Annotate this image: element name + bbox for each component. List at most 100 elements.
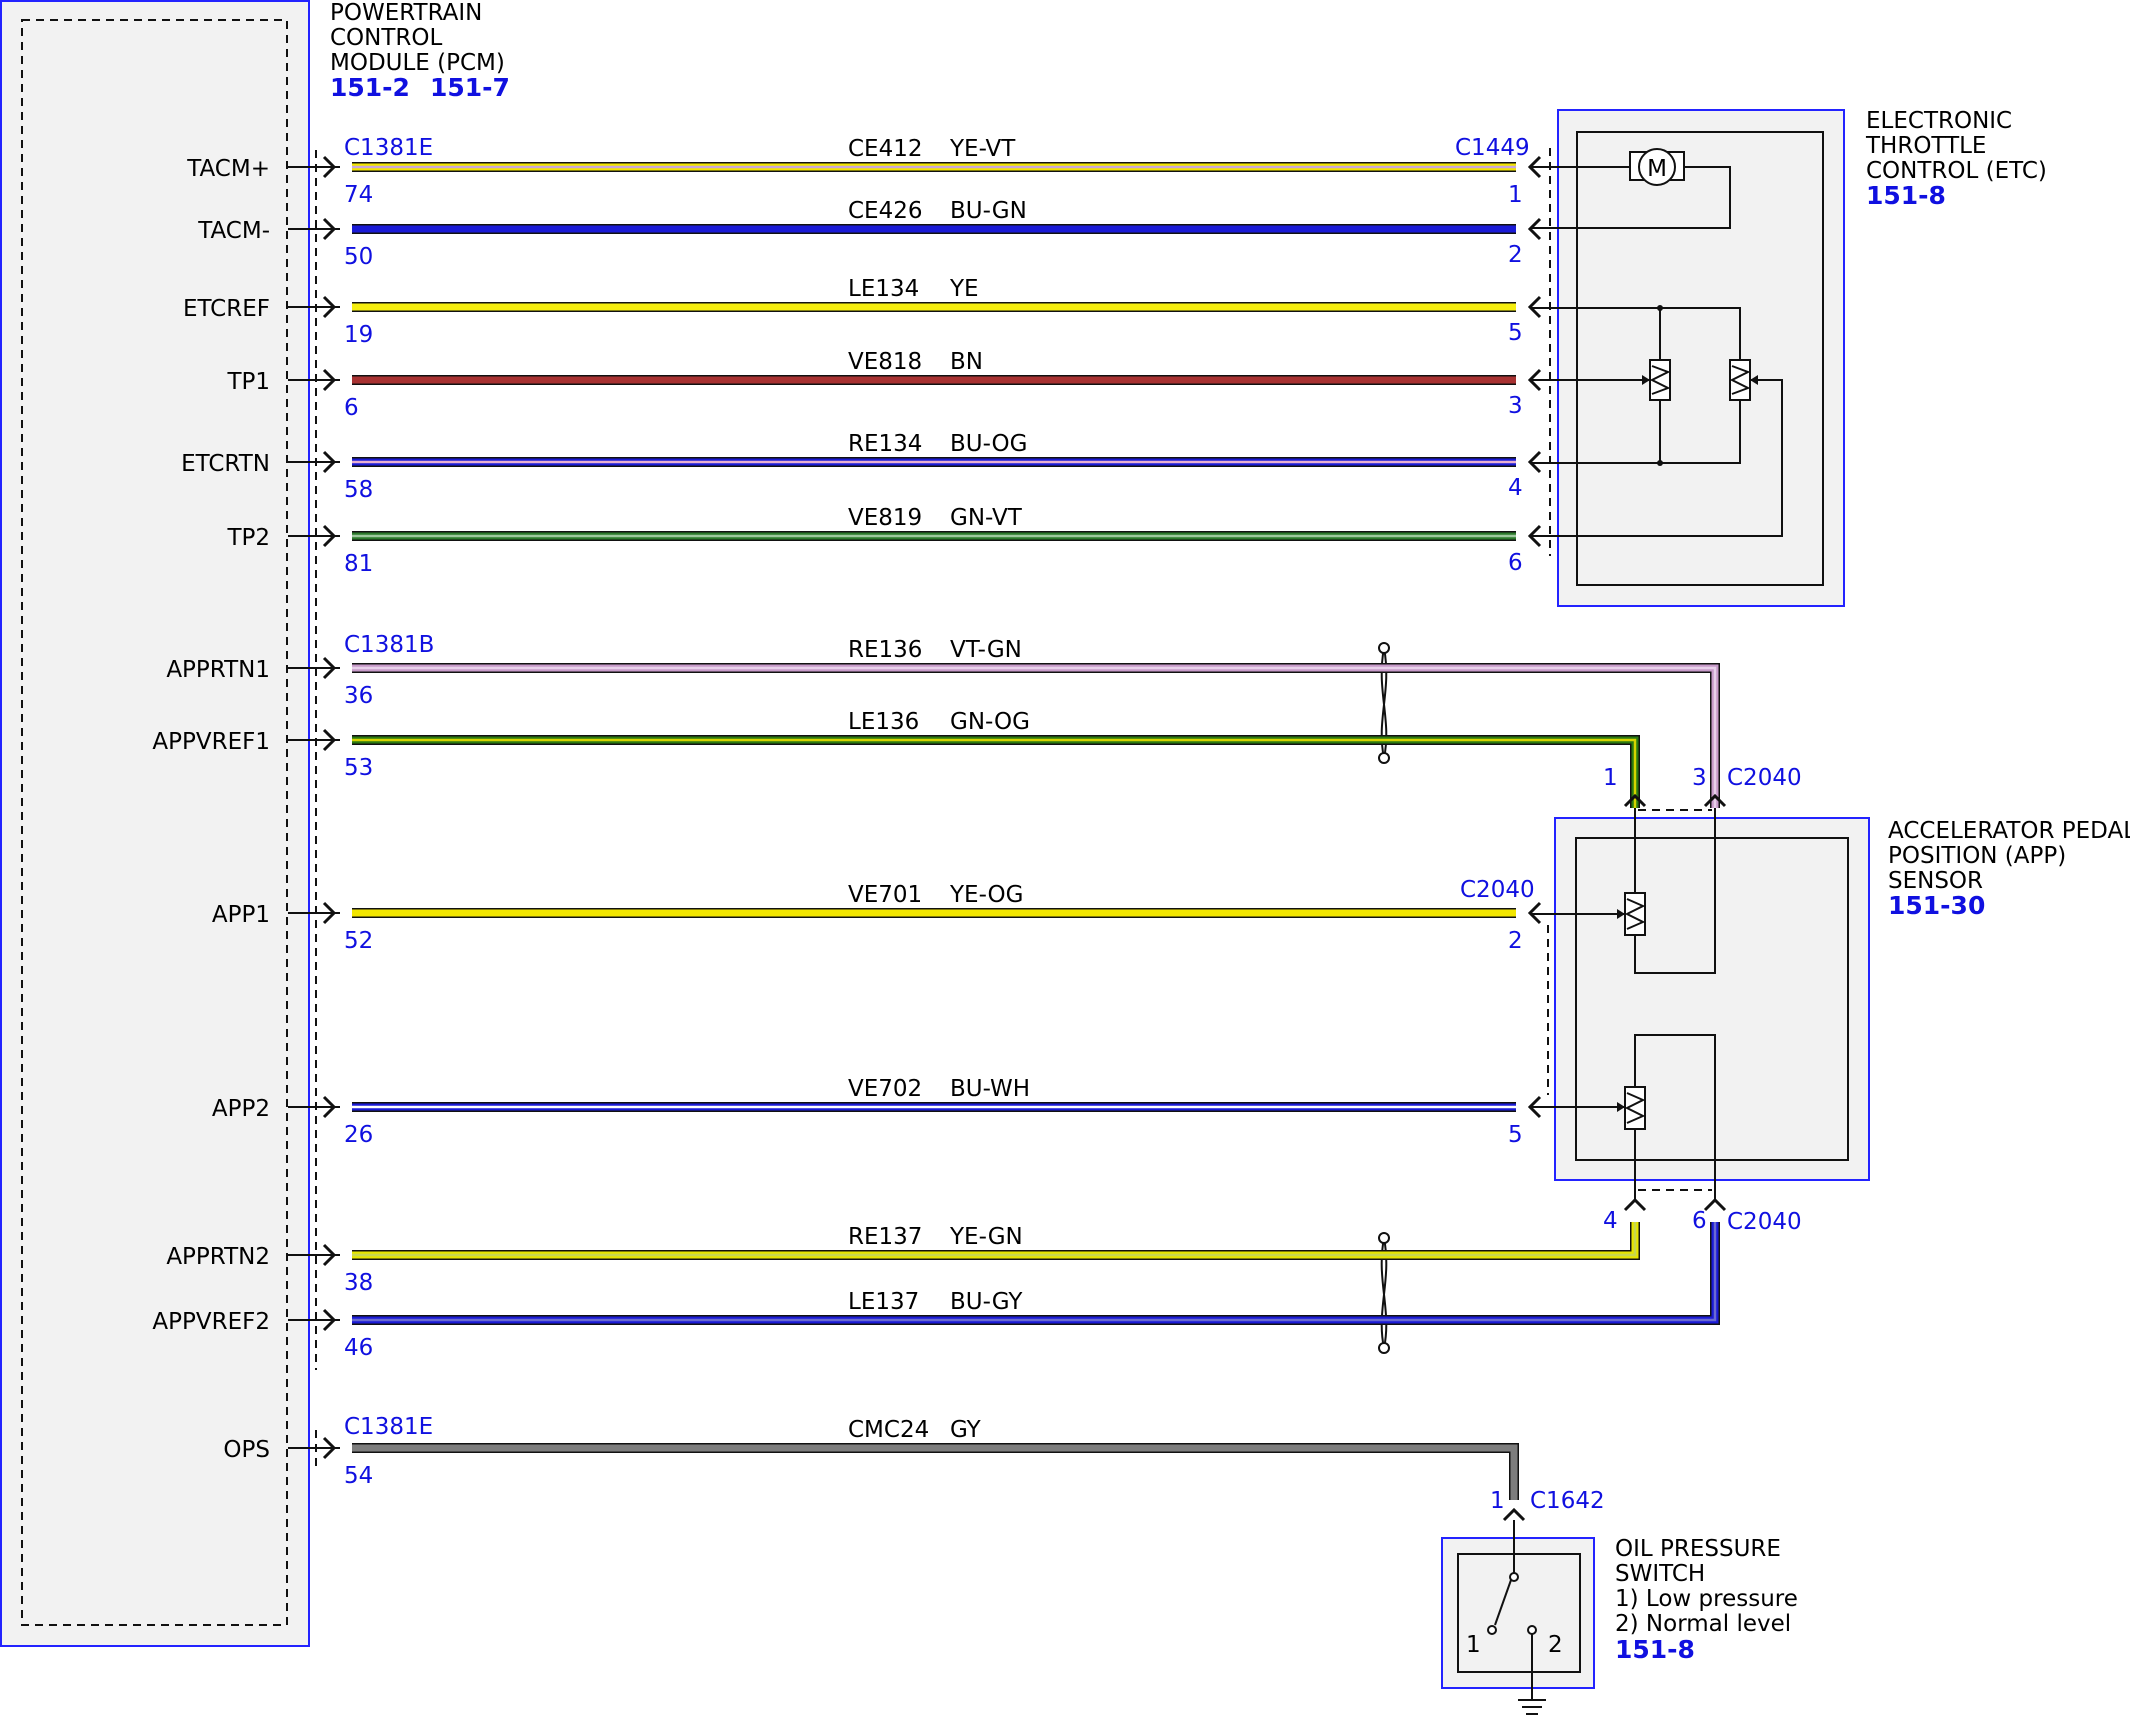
svg-text:POSITION (APP): POSITION (APP) — [1888, 843, 2066, 869]
svg-text:M: M — [1647, 156, 1667, 182]
oil-pressure-switch: 1 2 — [1441, 1520, 1595, 1715]
color-code-label: GN-VT — [950, 505, 1023, 531]
pcm-pin-number: 46 — [344, 1335, 373, 1361]
app-sensor-title: ACCELERATOR PEDAL POSITION (APP) SENSOR … — [1888, 818, 2130, 920]
end-pin-arrow-icon — [1527, 524, 1542, 548]
end-pin-arrow-icon — [1527, 450, 1542, 474]
signal-label: APP1 — [212, 902, 270, 928]
connector-app-top[interactable]: C2040 — [1727, 765, 1802, 791]
end-pin-arrow-icon — [1502, 1507, 1526, 1522]
circuit-label: LE136 — [848, 709, 919, 735]
circuit-label: RE137 — [848, 1224, 922, 1250]
signal-label: ETCRTN — [181, 451, 270, 477]
svg-text:SENSOR: SENSOR — [1888, 868, 1983, 894]
end-pin-number: 1 — [1603, 765, 1618, 791]
signal-label: APPVREF2 — [152, 1309, 270, 1335]
color-code-label: GY — [950, 1417, 982, 1443]
end-pin-arrow-icon — [1527, 1095, 1542, 1119]
end-pin-number: 4 — [1603, 1208, 1618, 1234]
pcm-pin-arrow-icon — [322, 901, 337, 925]
pcm-pin-arrow-icon — [322, 1308, 337, 1332]
svg-text:1) Low pressure: 1) Low pressure — [1615, 1586, 1798, 1612]
ops-ref[interactable]: 151-8 — [1615, 1635, 1695, 1664]
circuit-label: CE426 — [848, 198, 923, 224]
svg-text:1: 1 — [1466, 1632, 1481, 1658]
end-pin-number: 2 — [1508, 928, 1523, 954]
motor-icon — [1638, 148, 1676, 186]
svg-text:OIL PRESSURE: OIL PRESSURE — [1615, 1536, 1781, 1562]
end-pin-arrow-icon — [1527, 901, 1542, 925]
pcm-ref-1[interactable]: 151-2 — [330, 73, 410, 102]
end-pin-arrow-icon — [1703, 1197, 1727, 1212]
end-pin-number: 2 — [1508, 242, 1523, 268]
etc-ref[interactable]: 151-8 — [1866, 181, 1946, 210]
pcm-pin-arrow-icon — [322, 155, 337, 179]
circuit-label: VE819 — [848, 505, 922, 531]
svg-text:2) Normal level: 2) Normal level — [1615, 1611, 1791, 1637]
pcm-pin-number: 54 — [344, 1463, 373, 1489]
twisted-pair-icon — [1378, 642, 1390, 764]
connector-etc[interactable]: C1449 — [1455, 135, 1530, 161]
connector-pcm-mid[interactable]: C1381B — [344, 632, 434, 658]
svg-text:2: 2 — [1548, 1632, 1563, 1658]
end-pin-arrow-icon — [1527, 155, 1542, 179]
end-pin-number: 6 — [1692, 1208, 1707, 1234]
connector-ops[interactable]: C1642 — [1530, 1488, 1605, 1514]
circuit-label: LE134 — [848, 276, 919, 302]
app-sensor-ref[interactable]: 151-30 — [1888, 891, 1985, 920]
pcm-pin-arrow-icon — [322, 450, 337, 474]
signal-label: TP1 — [226, 369, 270, 395]
circuit-label: VE702 — [848, 1076, 922, 1102]
end-pin-arrow-icon — [1527, 368, 1542, 392]
wire-apprtn2[interactable] — [352, 1222, 1640, 1260]
color-code-label: YE — [949, 276, 979, 302]
end-pin-arrow-icon — [1623, 1197, 1647, 1212]
end-pin-arrow-icon — [1527, 217, 1542, 241]
signal-label: ETCREF — [183, 296, 270, 322]
color-code-label: VT-GN — [950, 637, 1022, 663]
wire-appvref1[interactable] — [352, 735, 1640, 808]
color-code-label: YE-GN — [949, 1224, 1023, 1250]
wire-apprtn1[interactable] — [352, 663, 1720, 808]
end-pin-number: 6 — [1508, 550, 1523, 576]
circuit-label: VE818 — [848, 349, 922, 375]
end-pin-number: 4 — [1508, 475, 1523, 501]
color-code-label: GN-OG — [950, 709, 1030, 735]
color-code-label: BU-GN — [950, 198, 1027, 224]
end-pin-number: 3 — [1508, 393, 1523, 419]
pcm-pin-number: 50 — [344, 244, 373, 270]
pcm-ref-2[interactable]: 151-7 — [430, 73, 510, 102]
color-code-label: YE-VT — [949, 136, 1016, 162]
signal-label: APPRTN2 — [166, 1244, 270, 1270]
circuit-label: RE136 — [848, 637, 922, 663]
end-pin-arrow-icon — [1703, 793, 1727, 808]
signal-label: TACM- — [197, 218, 270, 244]
wire-ops[interactable] — [352, 1443, 1519, 1500]
svg-text:CONTROL: CONTROL — [330, 25, 443, 51]
svg-text:POWERTRAIN: POWERTRAIN — [330, 0, 482, 26]
connector-pcm-top[interactable]: C1381E — [344, 135, 433, 161]
pcm-pin-arrow-icon — [322, 1243, 337, 1267]
svg-text:ELECTRONIC: ELECTRONIC — [1866, 108, 2012, 134]
pcm-pin-number: 58 — [344, 477, 373, 503]
circuit-label: RE134 — [848, 431, 922, 457]
svg-text:SWITCH: SWITCH — [1615, 1561, 1705, 1587]
pcm-title: POWERTRAIN CONTROL MODULE (PCM) 151-2 15… — [330, 0, 510, 102]
end-pin-number: 5 — [1508, 1122, 1523, 1148]
signal-label: TACM+ — [186, 156, 270, 182]
connector-app-mid[interactable]: C2040 — [1460, 877, 1535, 903]
svg-text:THROTTLE: THROTTLE — [1865, 133, 1986, 159]
wire-appvref2[interactable] — [352, 1222, 1720, 1325]
svg-text:MODULE (PCM): MODULE (PCM) — [330, 50, 505, 76]
color-code-label: BU-OG — [950, 431, 1027, 457]
connector-app-bottom[interactable]: C2040 — [1727, 1209, 1802, 1235]
pcm-pin-number: 74 — [344, 182, 373, 208]
pcm-pin-number: 26 — [344, 1122, 373, 1148]
signal-label: APPVREF1 — [152, 729, 270, 755]
ops-title: OIL PRESSURE SWITCH 1) Low pressure 2) N… — [1615, 1536, 1798, 1664]
connector-pcm-ops[interactable]: C1381E — [344, 1414, 433, 1440]
pcm-pin-arrow-icon — [322, 368, 337, 392]
pcm-pin-arrow-icon — [322, 524, 337, 548]
pcm-pin-number: 6 — [344, 395, 359, 421]
